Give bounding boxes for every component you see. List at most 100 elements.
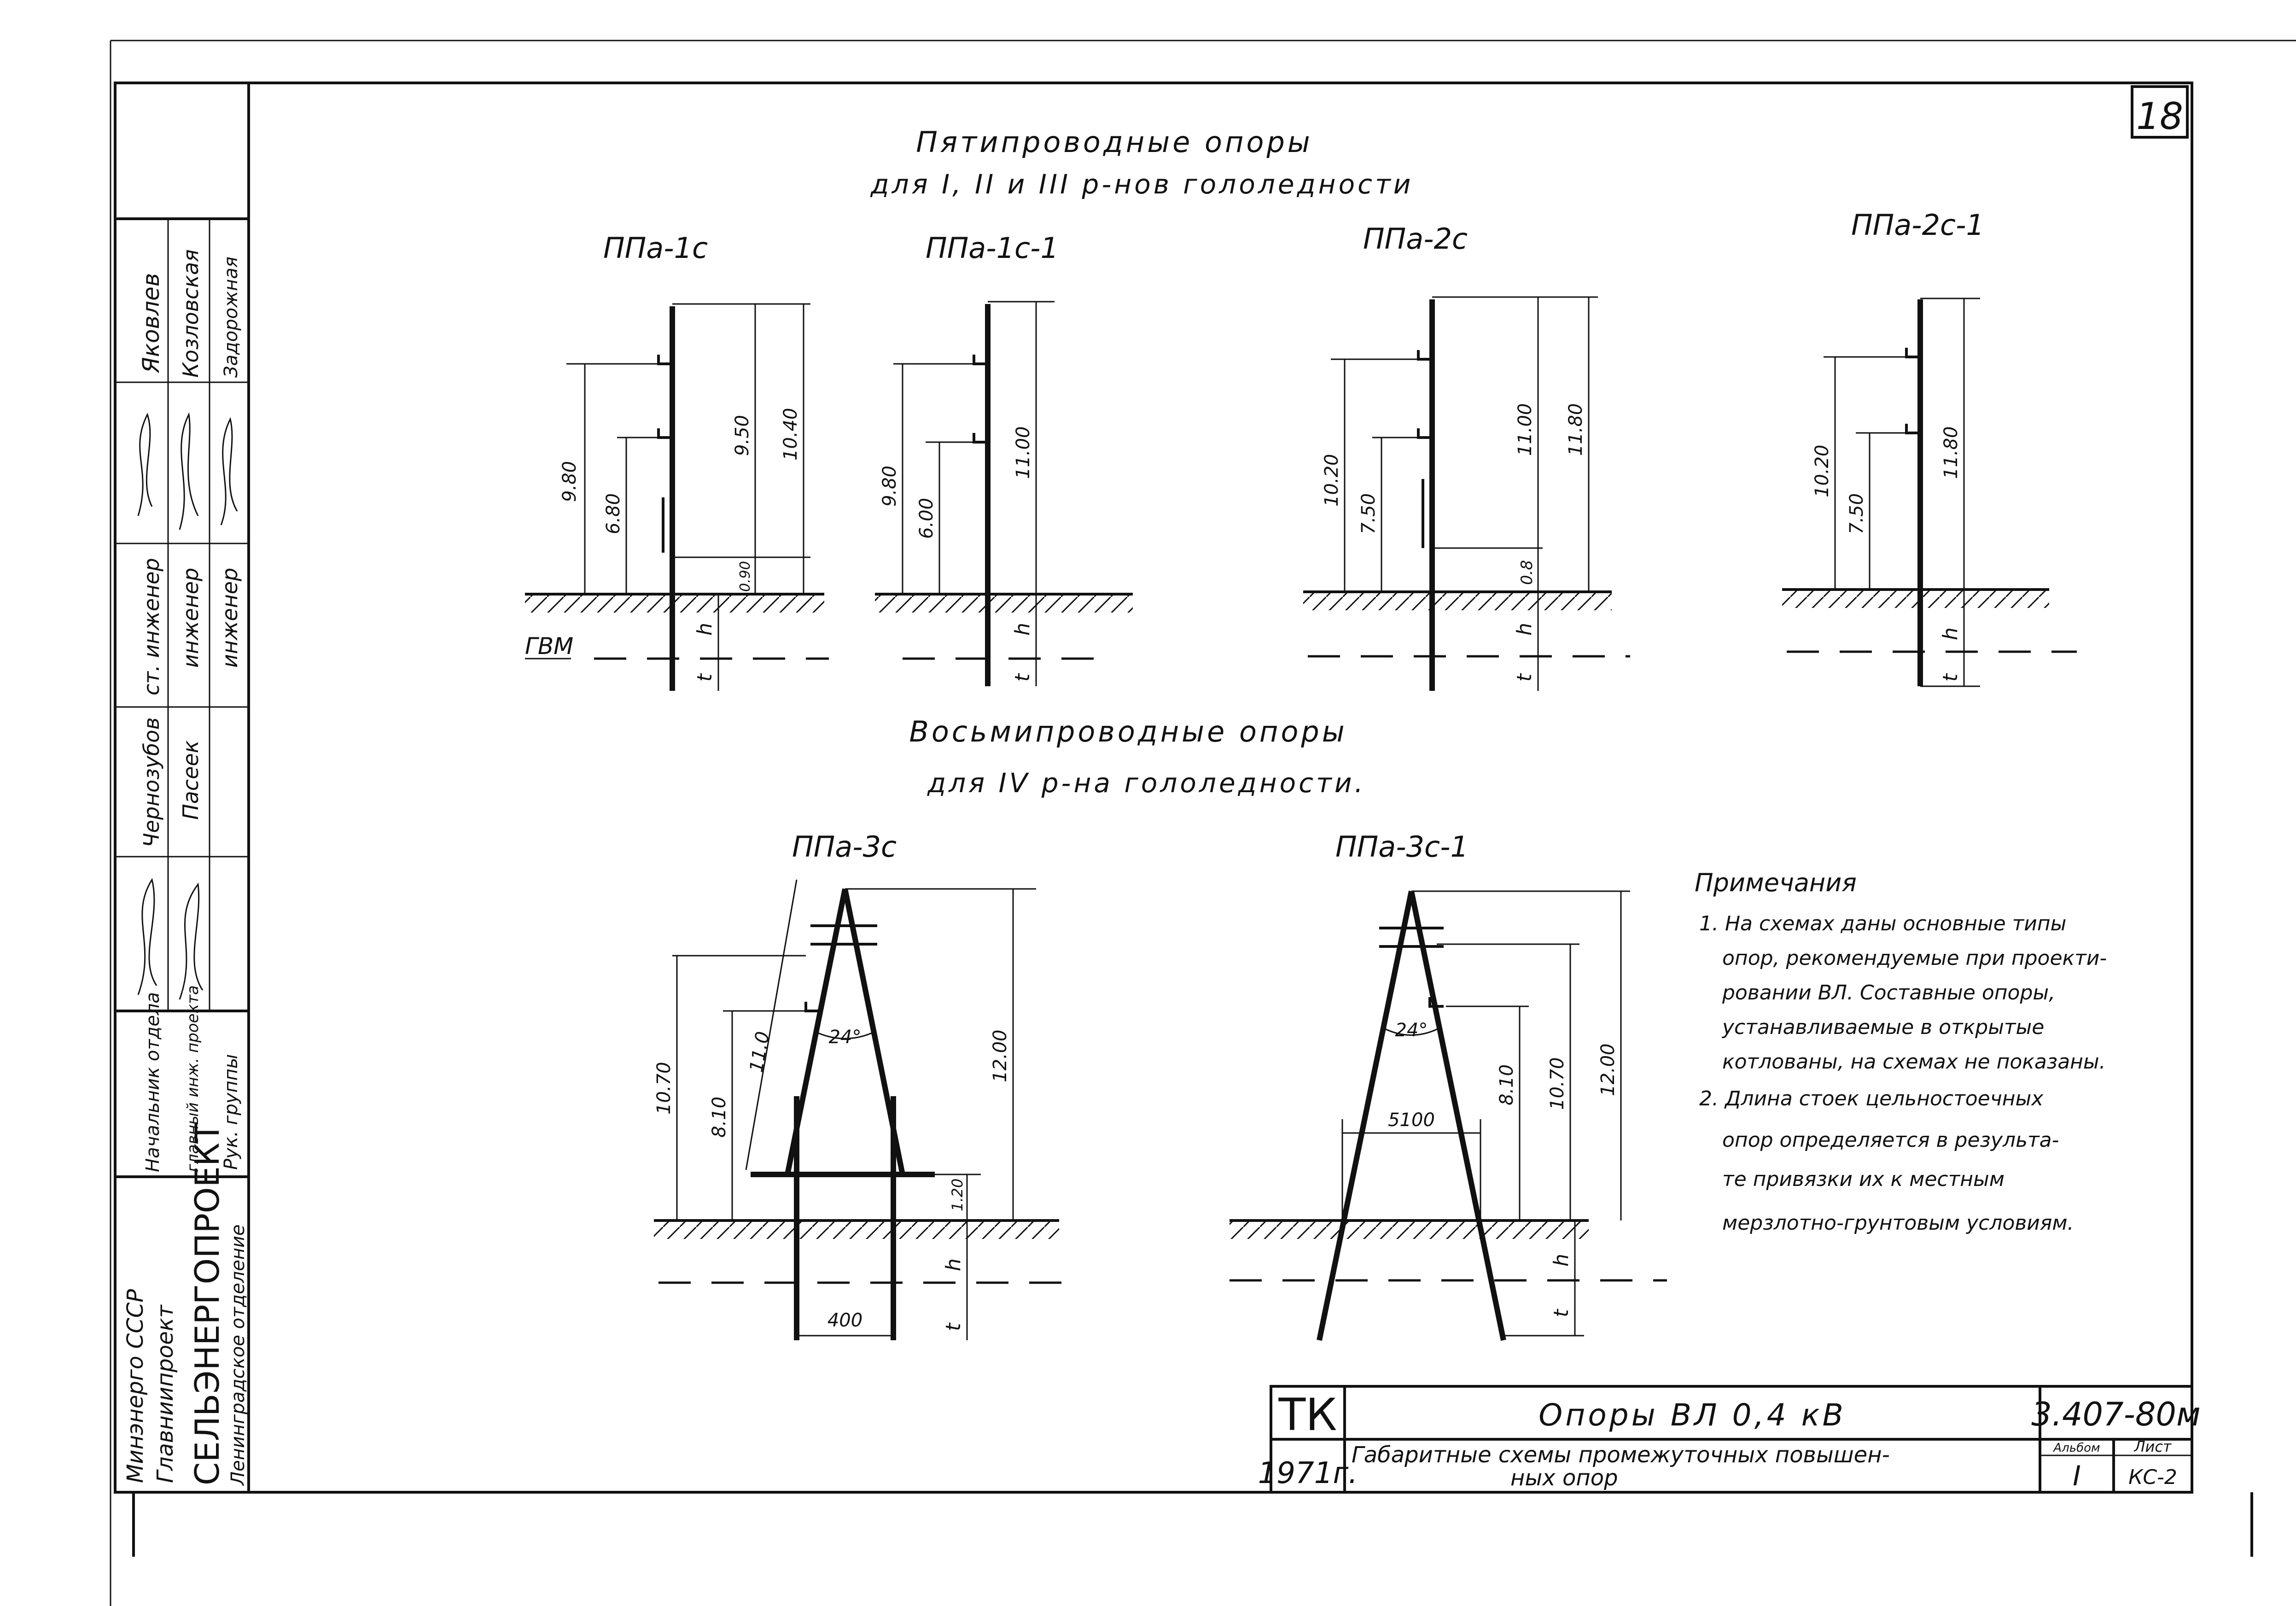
support-ppa-2s-1: ППа-2с-1 10.20 7.50 11.80 h t [1782,208,2077,687]
dim-t: t [1011,673,1034,682]
dim-angle: 24° [1395,1020,1428,1041]
note-line-8: те привязки их к местным [1722,1168,2005,1191]
stamp-org-1: Минэнерго СССР [122,1289,148,1483]
heading-eight-wire-2: для IV р-на гололедности. [927,767,1366,799]
support-ppa-3s-1: ППа-3с-1 24° 8.10 10.70 12.00 5100 h t [1230,830,1667,1341]
note-line-4: устанавливаемые в открытые [1721,1016,2044,1039]
dim-t: t [1550,1308,1573,1317]
sheet-number: 18 [2136,95,2183,138]
note-line-2: опор, рекомендуемые при проекти- [1722,946,2107,970]
album-label: Альбом [2052,1441,2100,1455]
dim-11-80: 11.80 [1565,403,1586,456]
support-label: ППа-3с-1 [1335,830,1469,864]
dim-angle: 24° [829,1027,862,1048]
notes: Примечания 1. На схемах даны основные ти… [1695,868,2107,1235]
dim-10-20: 10.20 [1812,444,1833,497]
dim-11-80: 11.80 [1941,426,1962,479]
dim-h: h [1550,1254,1573,1267]
dim-t: t [1939,673,1962,682]
note-line-6: 2. Длина стоек цельностоечных [1699,1087,2044,1110]
dim-6-00: 6.00 [916,498,937,539]
dim-9-50: 9.50 [732,415,753,456]
dim-h: h [1011,623,1034,636]
dim-11-00: 11.00 [1013,426,1034,479]
support-label: ППа-1с [603,231,708,265]
dim-11-00: 11.00 [1515,403,1536,456]
stamp-role-right-3: инженер [217,568,242,668]
title-block: ТК 1971г. Опоры ВЛ 0,4 кВ Габаритные схе… [1258,1385,2201,1494]
sheet-value: КС-2 [2128,1466,2177,1489]
stamp-org-3: СЕЛЬЭНЕРГОПРОЕКТ [188,1122,227,1485]
dim-7-50: 7.50 [1358,493,1379,534]
stamp-role-right-1: ст. инженер [139,558,164,695]
dim-t: t [942,1322,965,1331]
album-value: I [2073,1460,2081,1492]
stamp-role-right-2: инженер [178,568,203,668]
stamp-name-left-2: Пасеек [178,740,203,820]
dim-9-80: 9.80 [879,466,900,507]
notes-title: Примечания [1695,868,1857,897]
dim-12-00: 12.00 [1597,1043,1619,1096]
tk-label: ТК [1278,1389,1337,1441]
note-line-7: опор определяется в результа- [1722,1128,2059,1152]
year-label: 1971г. [1258,1456,1358,1490]
drawing-subtitle-1: Габаритные схемы промежуточных повышен- [1352,1442,1890,1468]
signature-5 [179,882,204,1000]
signature-2 [179,412,199,530]
support-ppa-1s: ППа-1с ГВМ 9.80 6.80 9.50 10.40 0.90 h t [525,231,829,691]
dim-1-20: 1.20 [949,1179,966,1211]
support-ppa-1s-1: ППа-1с-1 9.80 6.00 11.00 h t [875,231,1133,686]
stamp-name-left-1: Чернозубов [139,717,164,847]
stamp-org-2: Главниипроект [152,1304,178,1483]
dim-10-40: 10.40 [780,408,801,461]
dim-8-10: 8.10 [709,1097,730,1138]
dim-h: h [693,623,717,636]
dim-9-80: 9.80 [559,461,580,502]
stamp-name-right-3: Задорожная [221,257,242,378]
dim-h: h [942,1258,965,1271]
support-ppa-3s: ППа-3с 24° 10.70 8.10 11.0 12.00 1.2 [653,830,1068,1340]
support-label: ППа-1с-1 [926,231,1059,265]
dim-6-80: 6.80 [603,493,624,534]
project-code: 3.407-80м [2031,1396,2201,1433]
support-label: ППа-3с [792,830,897,864]
stamp-name-right-1: Яковлев [138,273,164,374]
note-line-1: 1. На схемах даны основные типы [1699,912,2066,935]
stamp-role-2: главный инж. проекта [184,985,202,1172]
dim-12-00: 12.00 [990,1029,1011,1082]
dim-11-0: 11.0 [746,1030,774,1074]
dim-t: t [1513,673,1536,682]
sheet-frame [110,40,2296,1606]
stamp-org-4: Ленинградское отделение [227,1225,249,1486]
heading-five-wire-2: для I, II и III р-нов гололедности [870,169,1414,200]
dim-0-8: 0.8 [1518,560,1536,585]
heading-five-wire-1: Пятипроводные опоры [916,125,1313,159]
support-ppa-2s: ППа-2с 10.20 7.50 11.00 11.80 0.8 h t [1303,222,1630,691]
signature-3 [220,417,238,526]
dim-5100: 5100 [1388,1110,1435,1131]
gvm-label: ГВМ [525,633,573,660]
dim-400: 400 [827,1310,862,1331]
sheet-number-box: 18 [2131,85,2189,139]
note-line-5: котлованы, на схемах не показаны. [1722,1050,2106,1074]
dim-7-50: 7.50 [1846,493,1867,534]
signature-4 [137,878,157,995]
signature-1 [137,413,153,516]
dim-8-10: 8.10 [1496,1064,1517,1105]
note-line-9: мерзлотно-грунтовым условиям. [1722,1211,2074,1235]
dim-h: h [1513,623,1536,636]
drawing-subtitle-2: ных опор [1510,1465,1618,1491]
dim-0-90: 0.90 [737,561,753,592]
stamp-role-3: Рук. группы [221,1054,242,1170]
dim-10-70: 10.70 [653,1062,675,1115]
drawing-title: Опоры ВЛ 0,4 кВ [1538,1397,1846,1433]
dim-10-70: 10.70 [1547,1057,1568,1110]
dim-h: h [1939,627,1962,640]
stamp-role-1: Начальник отдела [142,992,163,1172]
dim-t: t [693,673,717,682]
note-line-3: ровании ВЛ. Составные опоры, [1722,981,2055,1004]
support-label: ППа-2с-1 [1851,208,1984,242]
heading-eight-wire-1: Восьмипроводные опоры [909,715,1347,748]
side-stamp: Яковлев Козловская Задорожная ст. инжене… [115,83,250,1492]
